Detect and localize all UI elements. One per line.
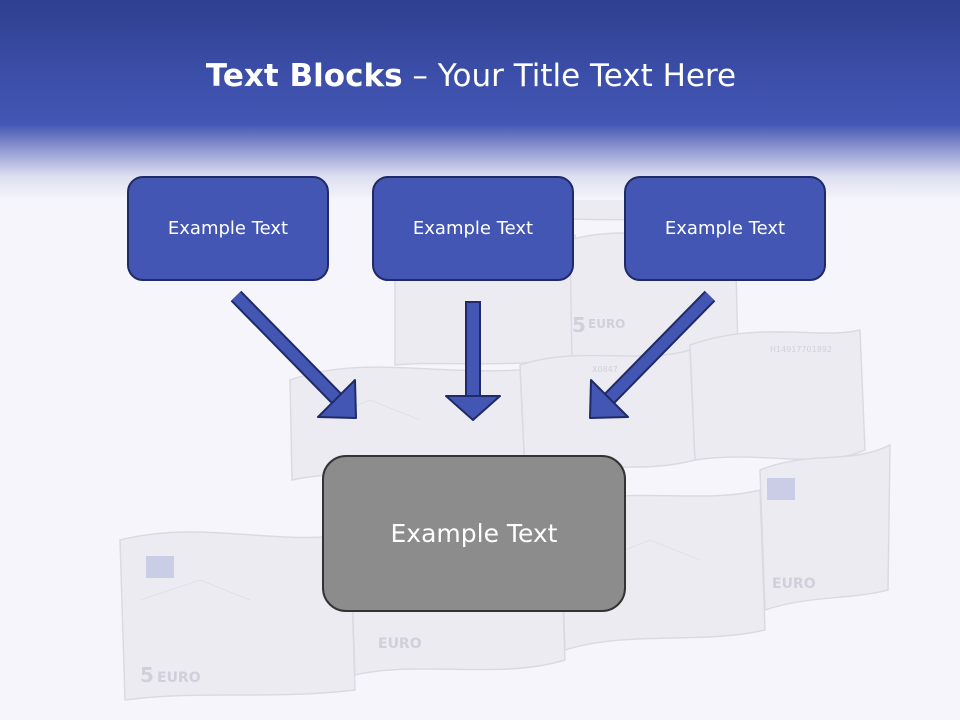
note-label: EURO <box>157 670 201 686</box>
note-serial: H14917701892 <box>770 345 832 354</box>
note-serial: X0847 <box>592 365 618 374</box>
header-band <box>0 0 960 200</box>
text-block-left-label: Example Text <box>167 218 289 239</box>
text-block-center-label: Example Text <box>390 519 558 548</box>
eu-flag-icon <box>146 478 795 578</box>
note-label: 5 <box>140 663 154 687</box>
slide-title: Text Blocks – Your Title Text Here <box>0 56 942 96</box>
text-block-middle: Example Text <box>372 176 574 281</box>
title-rest-part: – Your Title Text Here <box>402 58 737 94</box>
note-label: EURO <box>588 317 625 331</box>
note-label: EURO <box>378 636 422 652</box>
note-label: EURO <box>772 576 816 592</box>
arrow-right <box>589 290 716 419</box>
text-block-right: Example Text <box>624 176 826 281</box>
arrow-middle <box>445 301 501 421</box>
note-label: 5 <box>572 313 586 337</box>
text-block-center: Example Text <box>322 455 626 612</box>
title-bold-part: Text Blocks <box>205 58 403 94</box>
arrow-left <box>230 290 357 419</box>
text-block-middle-label: Example Text <box>412 218 534 239</box>
text-block-right-label: Example Text <box>664 218 786 239</box>
text-block-left: Example Text <box>127 176 329 281</box>
